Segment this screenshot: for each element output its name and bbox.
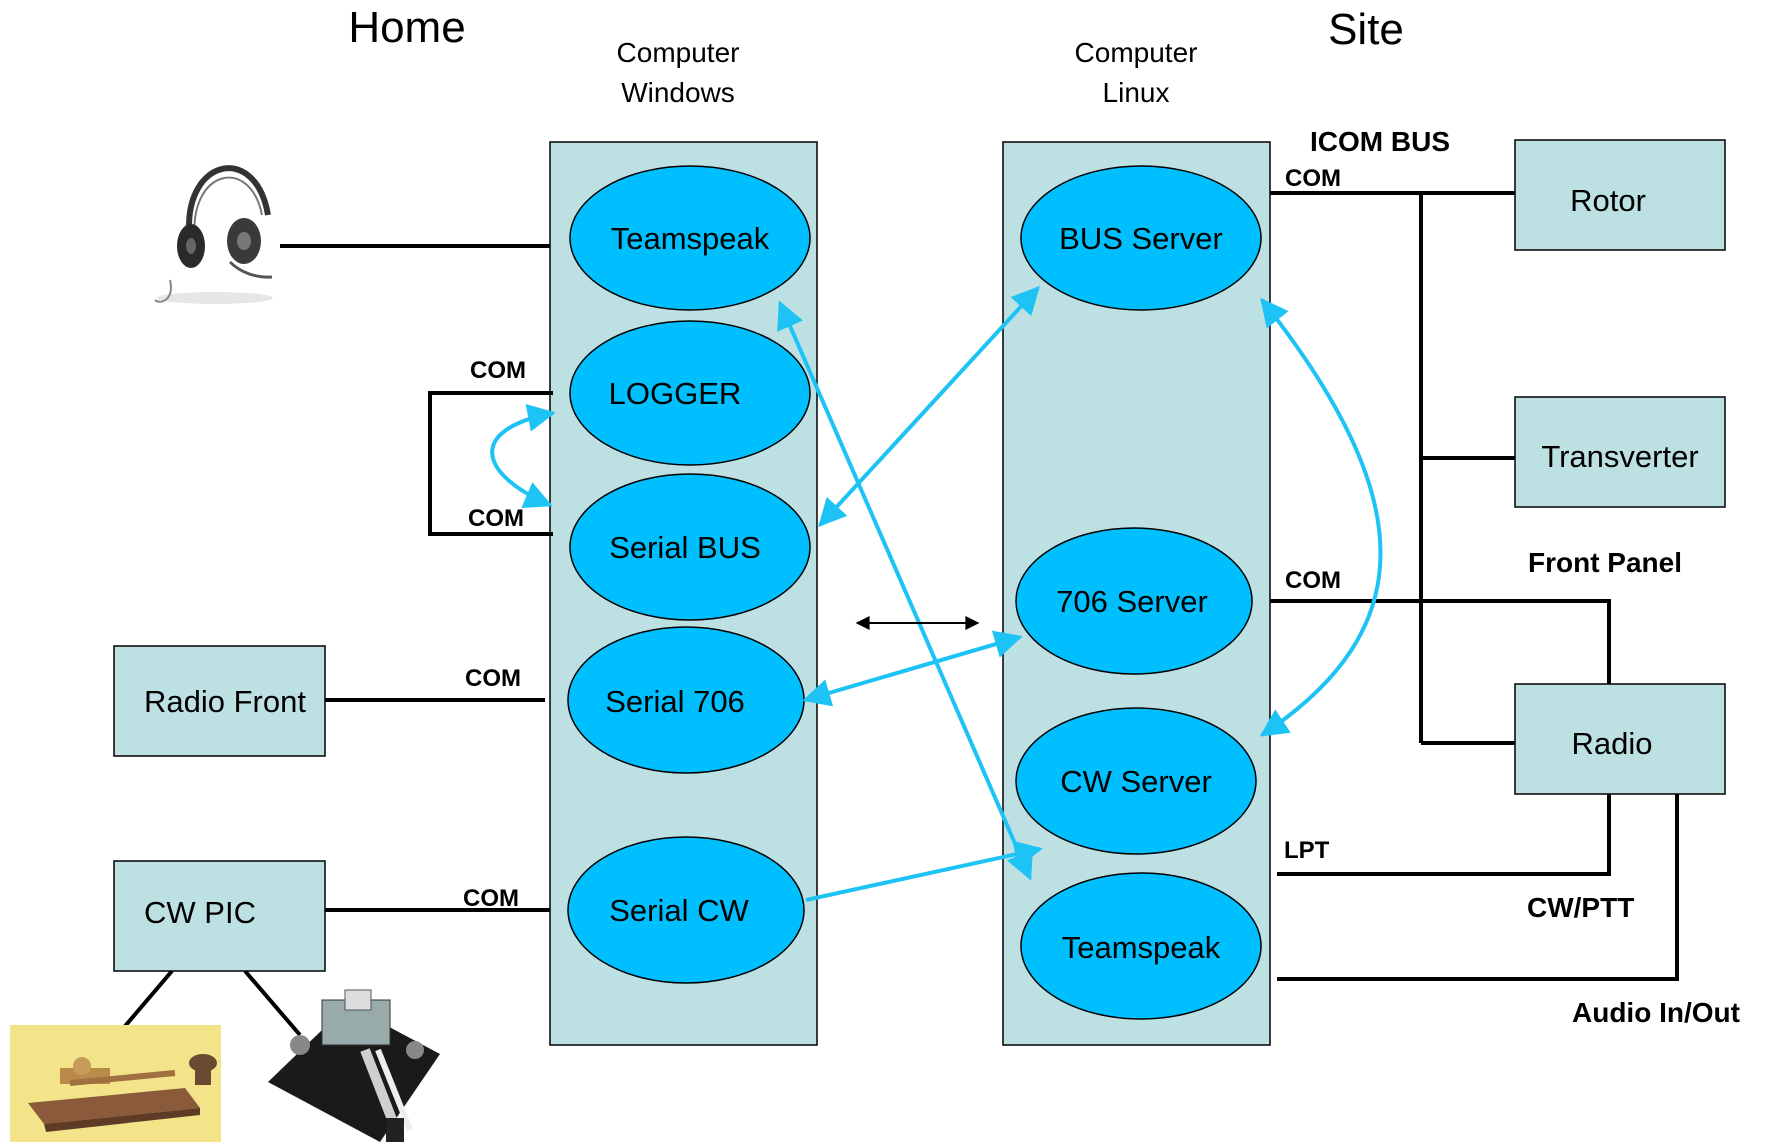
audio-in-out-label: Audio In/Out (1572, 997, 1740, 1028)
bus-server-node (1020, 165, 1262, 311)
bus-server-label: BUS Server (1059, 221, 1223, 256)
windows-panel-title-line1: Computer (617, 37, 740, 68)
cw-ptt-label: CW/PTT (1527, 892, 1634, 923)
cw-ptt-wire (1277, 793, 1611, 876)
com-label-icom-bus: COM (1285, 165, 1341, 192)
logger-label: LOGGER (609, 376, 742, 411)
logger-loop-wire (428, 391, 553, 536)
rotor-box (1514, 139, 1726, 251)
linux-panel-title-line1: Computer (1075, 37, 1198, 68)
com-label-logger: COM (470, 357, 526, 384)
com-label-cw-pic: COM (463, 885, 519, 912)
headset-icon (154, 165, 273, 304)
radio-label: Radio (1572, 726, 1653, 761)
com-label-serial-bus: COM (468, 505, 524, 532)
cw-server-label: CW Server (1060, 764, 1212, 799)
serial-706-label: Serial 706 (605, 684, 745, 719)
logger-serial-bus-link (490, 404, 556, 508)
bus-server-to-cw-server-link (1259, 297, 1383, 737)
audio-wire (1277, 793, 1679, 981)
lpt-label: LPT (1284, 837, 1330, 864)
win-teamspeak-node (569, 165, 811, 311)
cw-pic-to-paddle-key-wire (243, 969, 302, 1037)
windows-panel-title-line2: Windows (621, 77, 735, 108)
paddle-key-icon (268, 989, 440, 1142)
heading-site: Site (1328, 5, 1404, 54)
serial-706-to-706-server-link (802, 630, 1023, 707)
rotor-label: Rotor (1570, 183, 1646, 218)
cw-pic-box (113, 860, 326, 972)
heading-home: Home (348, 3, 465, 52)
front-panel-label: Front Panel (1528, 547, 1682, 578)
cw-pic-label: CW PIC (144, 895, 256, 930)
com-label-front-panel: COM (1285, 567, 1341, 594)
linux-teamspeak-label: Teamspeak (1062, 930, 1221, 965)
front-panel-wire (1270, 599, 1611, 684)
serial-cw-to-cw-server-link (805, 840, 1043, 902)
serial-cw-node (567, 836, 805, 984)
teamspeak-to-teamspeak-link (777, 300, 1033, 881)
linux-panel-title-line2: Linux (1103, 77, 1170, 108)
com-label-radio-front: COM (465, 665, 521, 692)
serial-bus-label: Serial BUS (609, 530, 761, 565)
straight-key-icon (10, 1025, 221, 1142)
cw-pic-to-straight-key-wire (118, 969, 174, 1034)
server-706-label: 706 Server (1056, 584, 1208, 619)
transverter-label: Transverter (1541, 439, 1698, 474)
win-teamspeak-label: Teamspeak (611, 221, 770, 256)
transverter-box (1514, 396, 1726, 508)
radio-front-label: Radio Front (144, 684, 306, 719)
radio-box (1514, 683, 1726, 795)
serial-cw-label: Serial CW (609, 893, 749, 928)
radio-front-box (113, 645, 326, 757)
icom-bus-label: ICOM BUS (1310, 126, 1450, 157)
linux-teamspeak-node (1020, 872, 1262, 1020)
